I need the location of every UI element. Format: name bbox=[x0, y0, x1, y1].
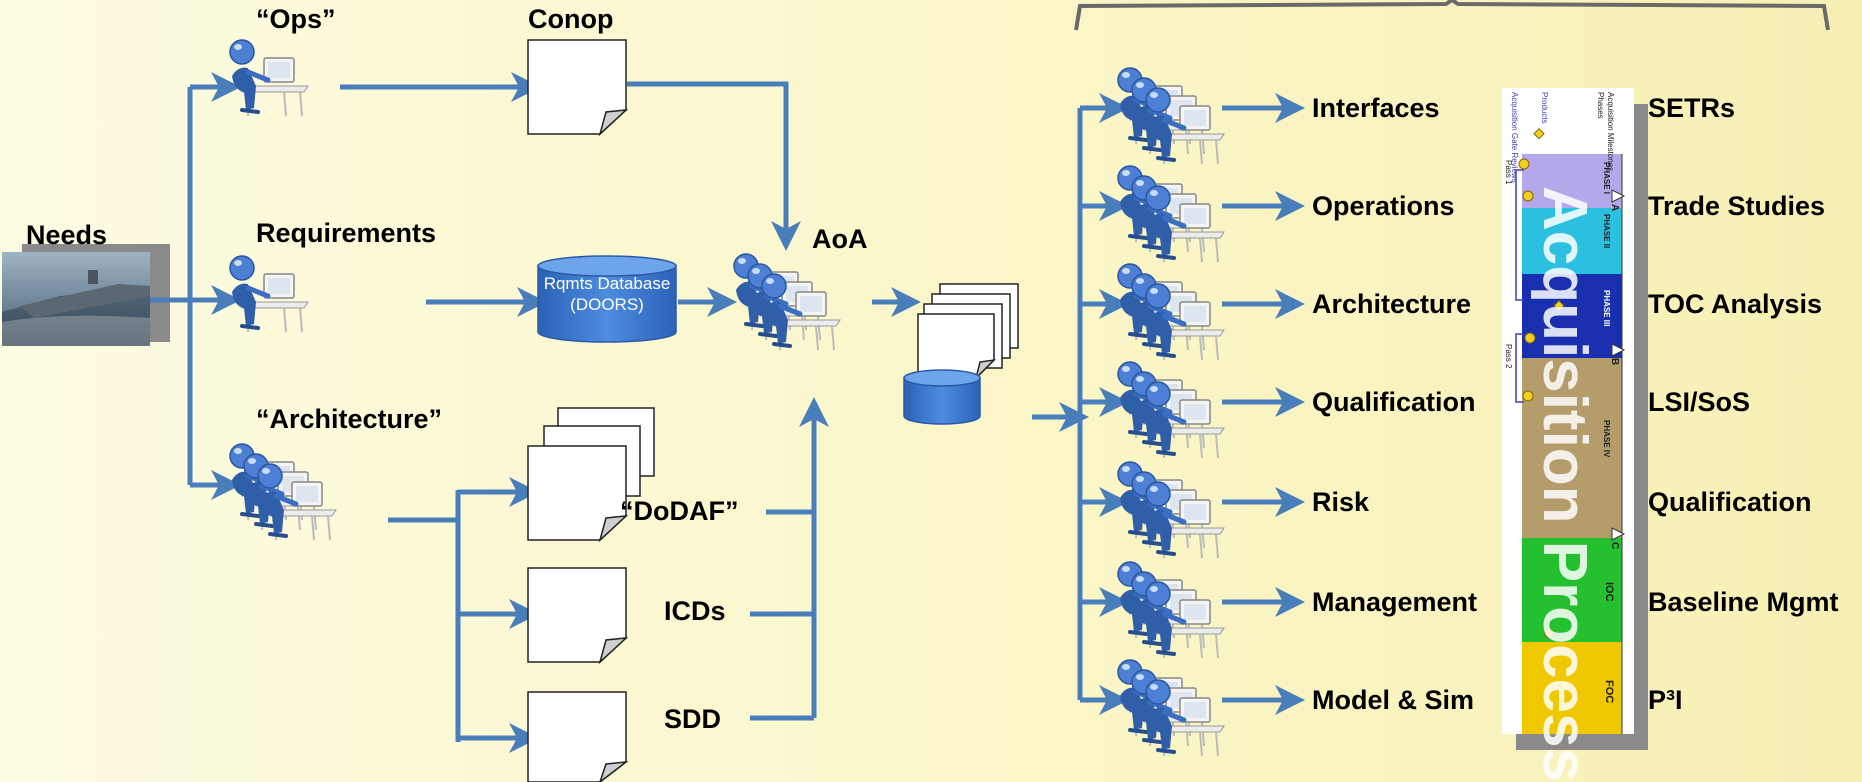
requirements-database-icon bbox=[537, 255, 677, 343]
output-label-lsi-sos: LSI/SoS bbox=[1648, 387, 1751, 417]
team-label-qualification: Qualification bbox=[1312, 387, 1476, 417]
output-label-p3i: P³I bbox=[1648, 685, 1683, 715]
conop-label: Conop bbox=[528, 4, 614, 34]
top-brace bbox=[1074, 0, 1830, 31]
icds-document-icon bbox=[527, 567, 629, 665]
phase-4-band bbox=[1522, 358, 1622, 538]
architecture-label: “Architecture” bbox=[256, 404, 443, 434]
aoa-output-stack-icon bbox=[903, 283, 1019, 425]
team-icon-model-sim bbox=[1118, 660, 1224, 756]
team-icon-operations bbox=[1118, 166, 1224, 262]
architecture-team-icon bbox=[230, 444, 336, 540]
team-label-risk: Risk bbox=[1312, 487, 1370, 517]
phase-1-band bbox=[1522, 154, 1622, 208]
team-label-interfaces: Interfaces bbox=[1312, 93, 1440, 123]
output-label-toc-analysis: TOC Analysis bbox=[1648, 289, 1823, 319]
needs-connectors bbox=[150, 72, 1089, 753]
sustainment-band bbox=[1522, 642, 1622, 734]
sdd-document-icon bbox=[527, 691, 629, 782]
team-icon-risk bbox=[1118, 462, 1224, 558]
sdd-label: SDD bbox=[664, 704, 722, 734]
team-icon-architecture bbox=[1118, 264, 1224, 360]
output-label-setrs: SETRs bbox=[1648, 93, 1736, 123]
team-label-management: Management bbox=[1312, 587, 1478, 617]
team-icon-management bbox=[1118, 562, 1224, 658]
icds-label: ICDs bbox=[664, 596, 726, 626]
conop-document-icon bbox=[527, 39, 629, 137]
phase-2-band bbox=[1522, 208, 1622, 274]
output-label-qualification: Qualification bbox=[1648, 487, 1812, 517]
requirements-person-icon bbox=[230, 256, 308, 332]
team-icon-qualification bbox=[1118, 362, 1224, 458]
phase-3-band bbox=[1522, 274, 1622, 358]
ops-label: “Ops” bbox=[256, 4, 336, 34]
ship-photo bbox=[2, 252, 150, 346]
output-label-trade-studies: Trade Studies bbox=[1648, 191, 1826, 221]
database-label: Rqmts Database (DOORS) bbox=[543, 274, 671, 314]
production-band bbox=[1522, 538, 1622, 642]
aoa-team-icon bbox=[734, 254, 840, 350]
team-icon-interfaces bbox=[1118, 68, 1224, 164]
team-label-model-sim: Model & Sim bbox=[1312, 685, 1475, 715]
output-label-baseline-mgmt: Baseline Mgmt bbox=[1648, 587, 1839, 617]
ops-person-icon bbox=[230, 40, 308, 116]
aoa-label: AoA bbox=[812, 224, 868, 254]
acquisition-process-chart bbox=[1502, 88, 1648, 750]
team-label-architecture: Architecture bbox=[1312, 289, 1472, 319]
needs-label: Needs bbox=[26, 220, 108, 250]
requirements-label: Requirements bbox=[256, 218, 437, 248]
dodaf-documents-icon bbox=[527, 407, 655, 543]
team-label-operations: Operations bbox=[1312, 191, 1455, 221]
dodaf-label: “DoDAF” bbox=[620, 496, 739, 526]
